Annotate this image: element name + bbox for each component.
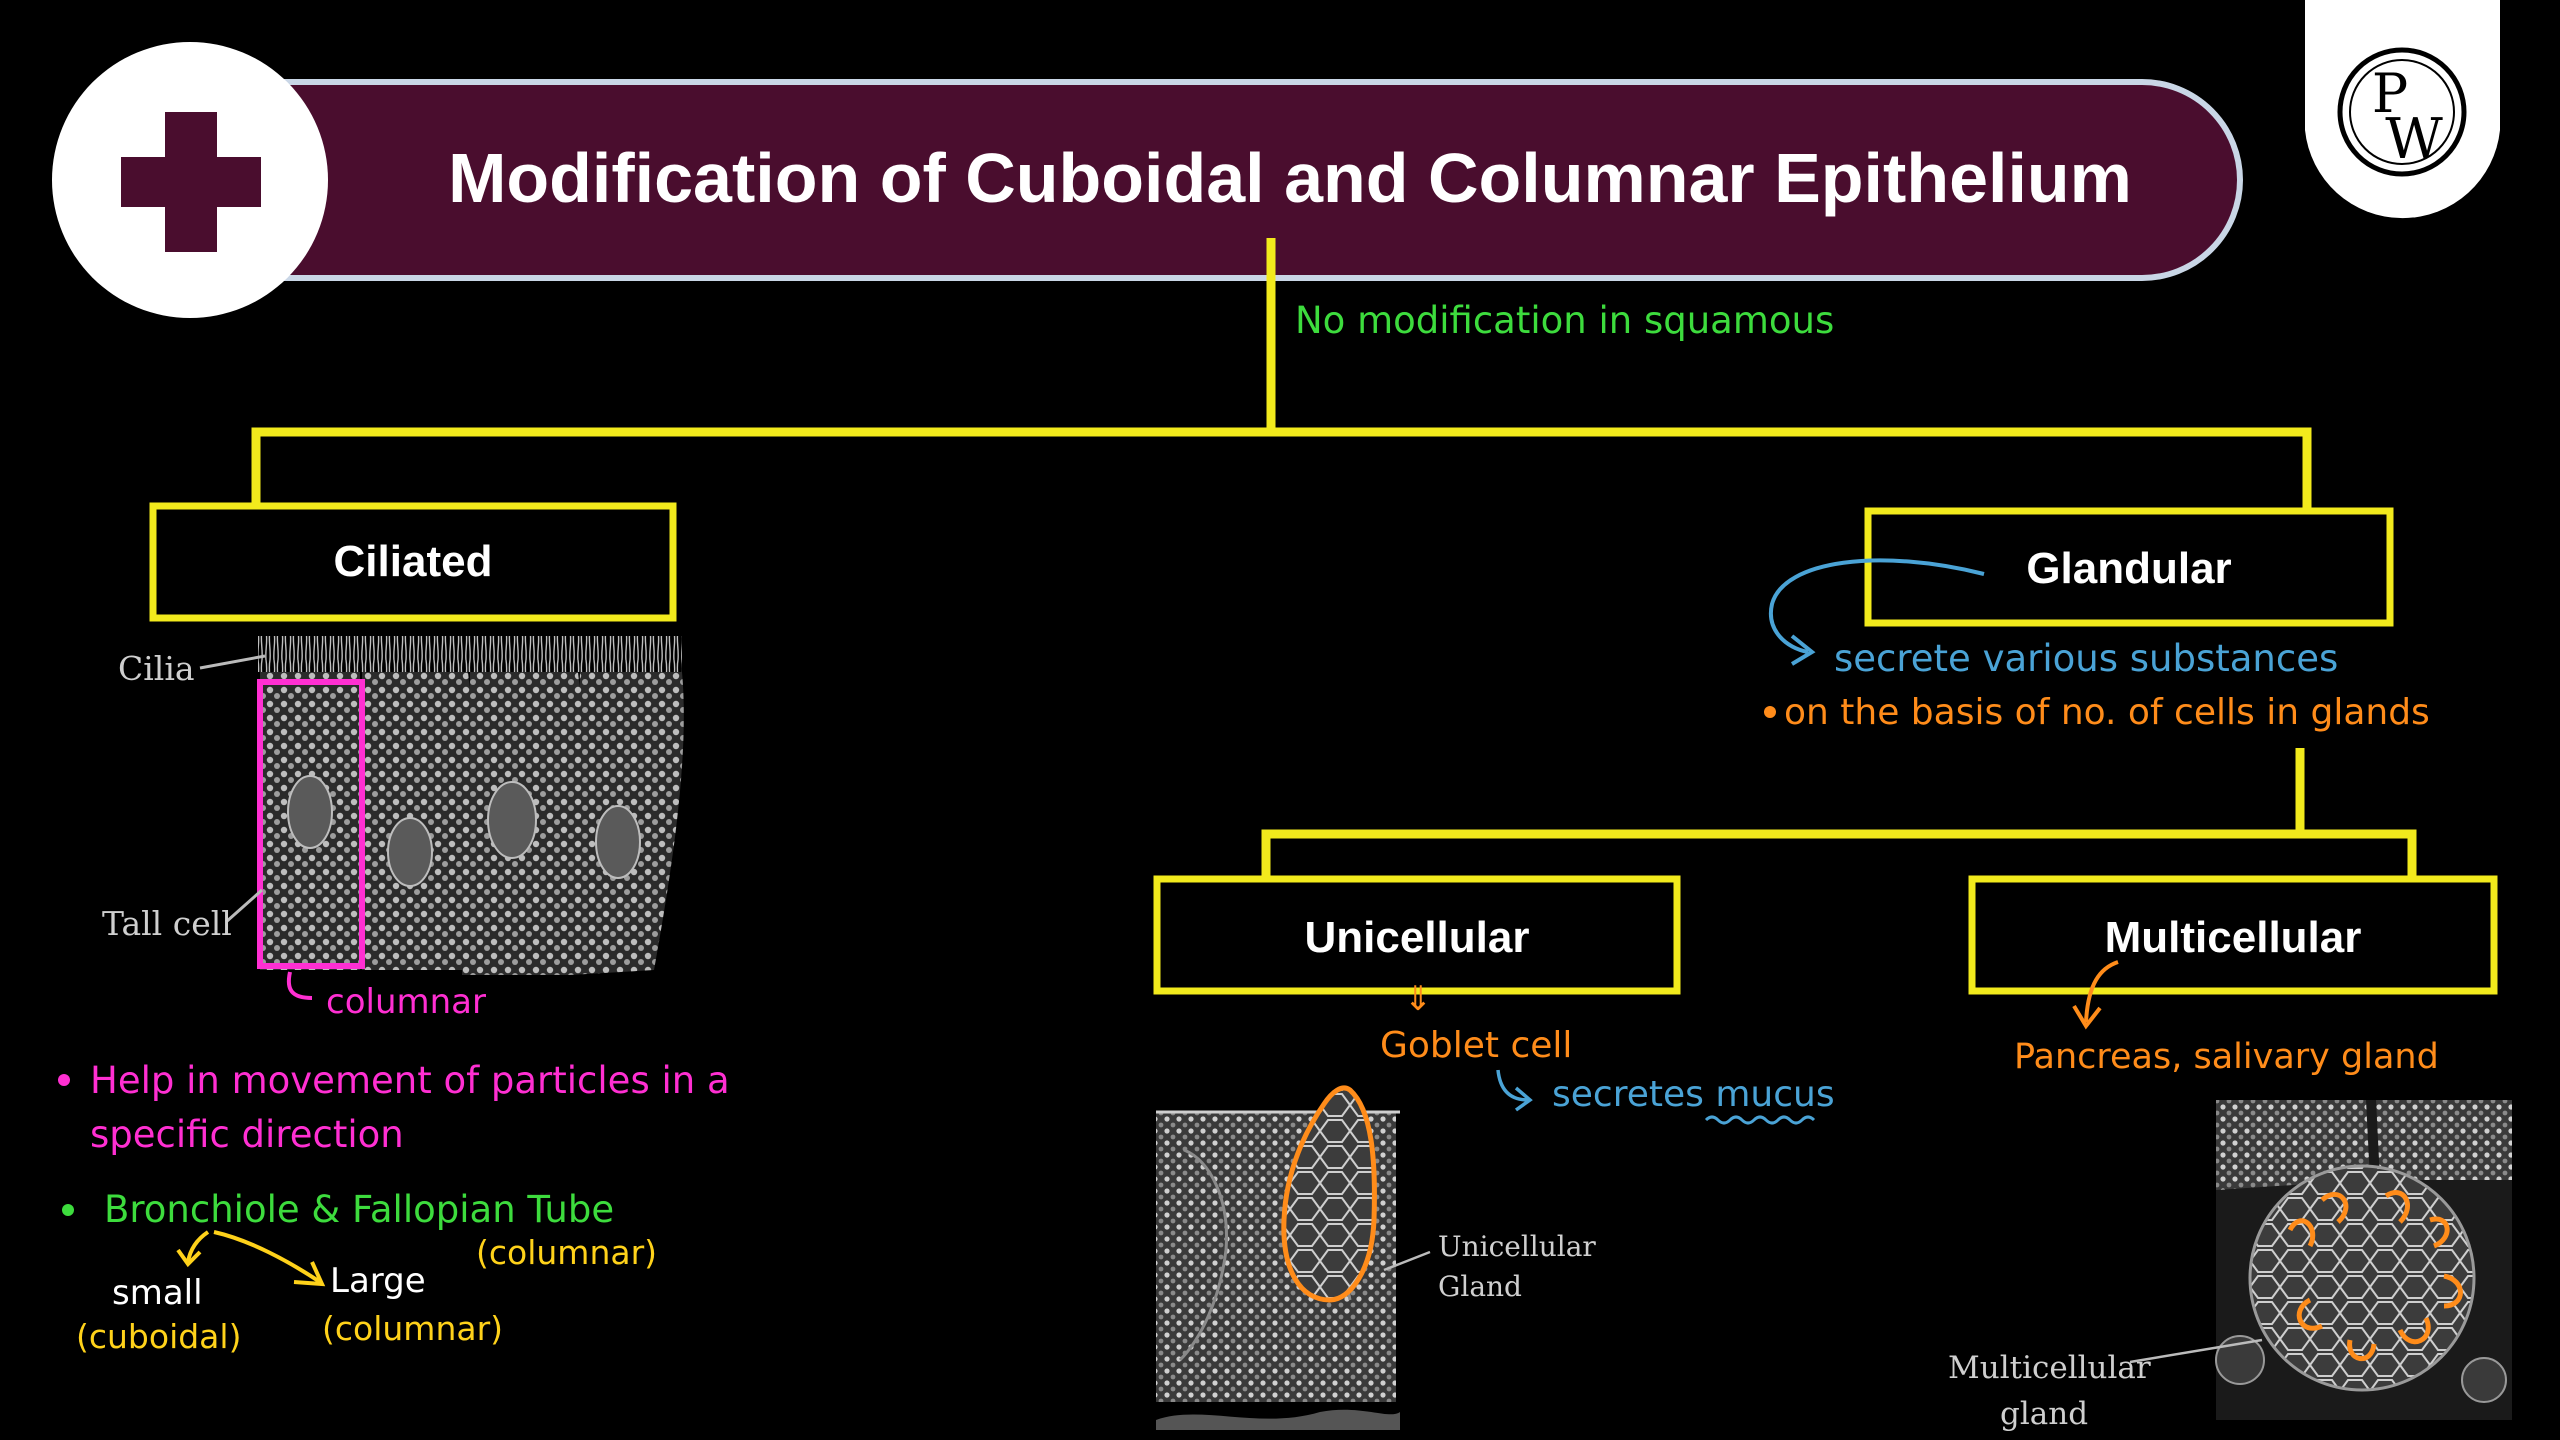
glandular-note-secrete: secrete various substances xyxy=(1834,637,2338,680)
ciliated-function-line2: specific direction xyxy=(90,1113,404,1156)
note-no-modification: No modification in squamous xyxy=(1295,299,1834,342)
secretes-mucus-note: secretes mucus xyxy=(1552,1074,1835,1115)
ciliated-location: Bronchiole & Fallopian Tube xyxy=(104,1188,614,1231)
multicellular-examples: Pancreas, salivary gland xyxy=(2014,1037,2439,1077)
bronchiole-small: small xyxy=(112,1273,203,1313)
unicellular-gland-figure: Unicellular Gland xyxy=(1156,1085,1596,1430)
multicellular-fig-label-1: Multicellular xyxy=(1948,1350,2151,1386)
unicellular-box xyxy=(1153,875,1681,995)
fallopian-columnar-note: (columnar) xyxy=(476,1233,657,1272)
logo-letter-p: P xyxy=(2372,62,2408,125)
glandular-connector xyxy=(1261,748,2417,878)
ciliated-label: Ciliated xyxy=(334,537,493,586)
pw-logo: P W xyxy=(2305,0,2500,219)
ciliated-epithelium-figure: Cilia Tall cell xyxy=(102,636,684,975)
mucus-underline xyxy=(1704,1115,1816,1125)
ciliated-box xyxy=(149,502,677,622)
multicellular-arrow xyxy=(2072,960,2119,1030)
page-title: Modification of Cuboidal and Columnar Ep… xyxy=(448,139,2132,217)
glandular-curve-arrow xyxy=(1768,558,1985,666)
columnar-arrow xyxy=(286,971,313,1000)
multicellular-box xyxy=(1968,875,2498,995)
ciliated-function-line1: Help in movement of particles in a xyxy=(90,1059,730,1102)
bullet-dot xyxy=(58,1074,70,1086)
bronchiole-columnar: (columnar) xyxy=(322,1309,503,1348)
glandular-note-basis: on the basis of no. of cells in glands xyxy=(1784,692,2430,733)
goblet-cell-note: Goblet cell xyxy=(1380,1025,1572,1066)
medical-cross-icon xyxy=(52,42,328,318)
bullet-dot xyxy=(1764,706,1776,718)
goblet-arrow xyxy=(1496,1069,1533,1112)
unicellular-fig-label-1: Unicellular xyxy=(1438,1230,1596,1263)
logo-letter-w: W xyxy=(2385,107,2443,172)
columnar-note: columnar xyxy=(326,982,486,1022)
bronchiole-arrows xyxy=(176,1230,326,1287)
cilia-label: Cilia xyxy=(118,649,195,688)
bronchiole-large: Large xyxy=(330,1261,426,1301)
unicellular-fig-label-2: Gland xyxy=(1438,1270,1522,1303)
glandular-label: Glandular xyxy=(2026,544,2231,593)
multicellular-fig-label-2: gland xyxy=(2000,1396,2088,1432)
unicellular-arrow: ⇓ xyxy=(1404,979,1433,1019)
bullet-dot xyxy=(62,1204,74,1216)
multicellular-gland-figure: Multicellular gland xyxy=(1948,1100,2512,1432)
unicellular-label: Unicellular xyxy=(1305,913,1530,962)
tall-cell-label: Tall cell xyxy=(102,904,232,943)
title-banner: Modification of Cuboidal and Columnar Ep… xyxy=(177,79,2243,281)
bronchiole-cuboidal: (cuboidal) xyxy=(76,1317,241,1356)
highlighted-cell xyxy=(257,679,365,969)
main-connector xyxy=(251,238,2312,510)
multicellular-label: Multicellular xyxy=(2105,913,2362,962)
